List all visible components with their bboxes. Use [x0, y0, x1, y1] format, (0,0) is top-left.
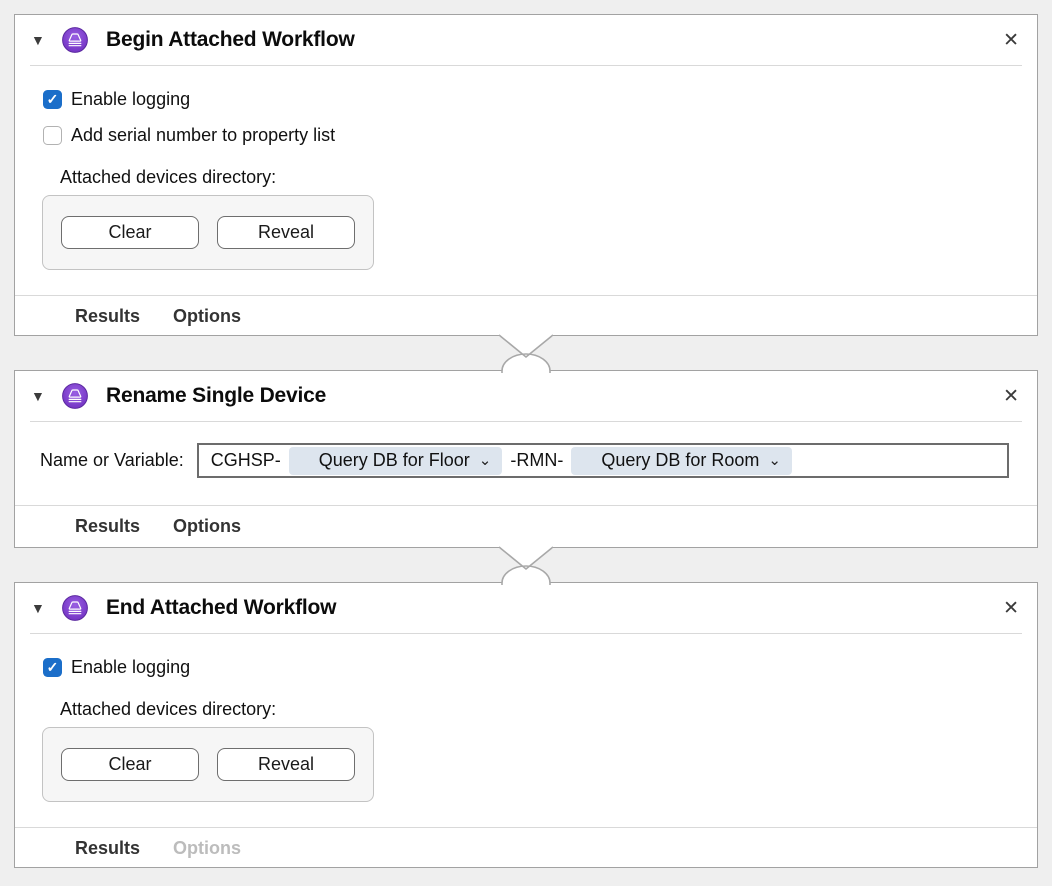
- footer-divider: [15, 295, 1037, 296]
- checkbox-enable-logging[interactable]: ✓ Enable logging: [43, 88, 1037, 110]
- directory-groupbox: Clear Reveal: [42, 195, 374, 270]
- close-icon[interactable]: ✕: [1003, 29, 1019, 51]
- action-header: ▼ Rename Single Device ✕: [15, 371, 1037, 421]
- configurator-action-icon: [62, 383, 88, 409]
- footer-divider: [15, 827, 1037, 828]
- header-divider: [30, 65, 1022, 66]
- disclosure-triangle-icon[interactable]: ▼: [31, 32, 45, 48]
- configurator-action-icon: [62, 27, 88, 53]
- checkbox-add-serial-number[interactable]: Add serial number to property list: [43, 124, 1037, 146]
- action-header: ▼ End Attached Workflow ✕: [15, 583, 1037, 633]
- checkbox-label: Enable logging: [71, 88, 191, 109]
- checkbox-enable-logging[interactable]: ✓ Enable logging: [43, 656, 1037, 678]
- checkbox-label: Add serial number to property list: [71, 124, 336, 145]
- options-link[interactable]: Options: [173, 515, 242, 536]
- options-link-disabled: Options: [173, 837, 242, 858]
- action-rename-single-device: ▼ Rename Single Device ✕ Name or Variabl…: [14, 370, 1038, 548]
- workflow-connector: [14, 333, 1038, 373]
- results-link[interactable]: Results: [75, 305, 141, 326]
- disclosure-triangle-icon[interactable]: ▼: [31, 388, 45, 404]
- action-footer: Results Options: [15, 828, 1037, 867]
- checkbox-label: Enable logging: [71, 656, 191, 677]
- reveal-button[interactable]: Reveal: [217, 748, 355, 781]
- chevron-down-icon: ⌄: [478, 452, 492, 469]
- checkbox-checked[interactable]: ✓: [43, 89, 62, 109]
- workflow-connector: [14, 545, 1038, 585]
- footer-divider: [15, 505, 1037, 506]
- directory-label: Attached devices directory:: [60, 699, 277, 719]
- header-divider: [30, 633, 1022, 634]
- close-icon[interactable]: ✕: [1003, 597, 1019, 619]
- action-end-attached-workflow: ▼ End Attached Workflow ✕ ✓ Enable loggi…: [14, 582, 1038, 868]
- directory-groupbox: Clear Reveal: [42, 727, 374, 802]
- configurator-action-icon: [62, 595, 88, 621]
- action-title: End Attached Workflow: [106, 596, 337, 619]
- clear-button[interactable]: Clear: [61, 748, 199, 781]
- options-link[interactable]: Options: [173, 305, 242, 326]
- header-divider: [30, 421, 1022, 422]
- action-footer: Results Options: [15, 296, 1037, 335]
- text-segment: CGHSP-: [210, 450, 281, 470]
- action-title: Rename Single Device: [106, 384, 327, 407]
- checkbox-unchecked[interactable]: [43, 125, 62, 145]
- reveal-button[interactable]: Reveal: [217, 216, 355, 249]
- name-or-variable-input[interactable]: CGHSP- Query DB for Floor ⌄ -RMN- Query …: [196, 443, 1009, 478]
- results-link[interactable]: Results: [75, 837, 141, 858]
- results-link[interactable]: Results: [75, 515, 141, 536]
- text-segment: -RMN-: [510, 450, 564, 470]
- clear-button[interactable]: Clear: [61, 216, 199, 249]
- disclosure-triangle-icon[interactable]: ▼: [31, 600, 45, 616]
- action-begin-attached-workflow: ▼ Begin Attached Workflow ✕ ✓ Enable log…: [14, 14, 1038, 336]
- action-header: ▼ Begin Attached Workflow ✕: [15, 15, 1037, 65]
- variable-token-floor[interactable]: Query DB for Floor ⌄: [288, 446, 503, 475]
- action-title: Begin Attached Workflow: [106, 28, 355, 51]
- action-footer: Results Options: [15, 506, 1037, 546]
- directory-label: Attached devices directory:: [60, 167, 277, 187]
- checkmark-icon: ✓: [46, 91, 59, 107]
- close-icon[interactable]: ✕: [1003, 385, 1019, 407]
- chevron-down-icon: ⌄: [768, 452, 781, 469]
- token-label: Query DB for Room: [601, 450, 760, 470]
- name-field-row: Name or Variable: CGHSP- Query DB for Fl…: [40, 443, 1009, 478]
- checkmark-icon: ✓: [46, 659, 59, 675]
- token-label: Query DB for Floor: [318, 450, 470, 470]
- variable-token-room[interactable]: Query DB for Room ⌄: [571, 446, 792, 475]
- name-field-label: Name or Variable:: [40, 450, 184, 470]
- checkbox-checked[interactable]: ✓: [43, 657, 62, 677]
